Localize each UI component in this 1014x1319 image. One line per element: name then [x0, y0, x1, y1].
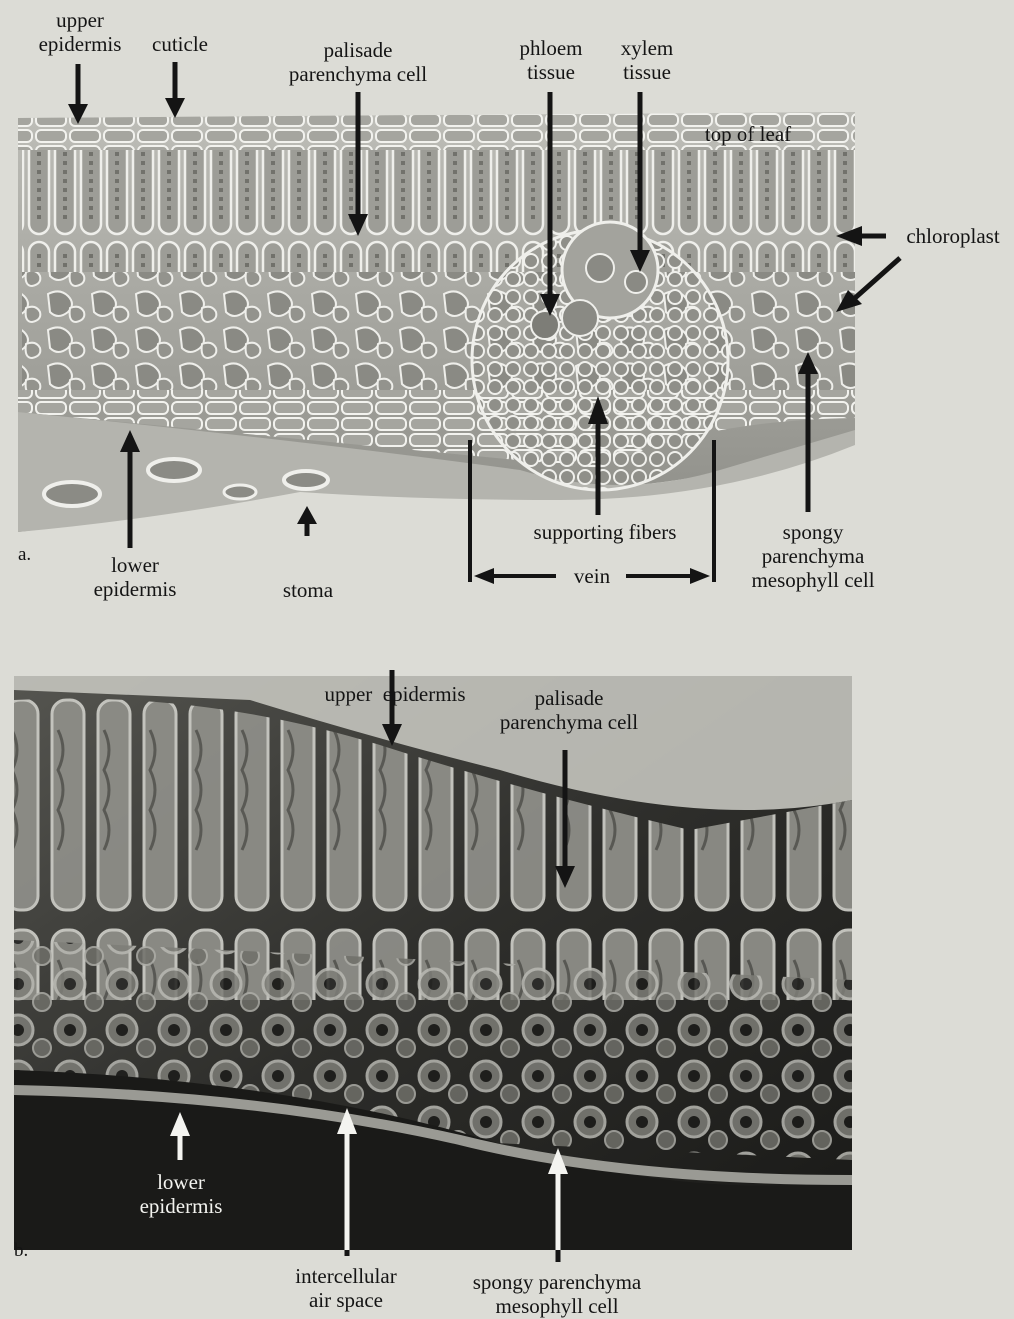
spongy-arrow-a-upper	[855, 258, 900, 298]
panel-a-letter: a.	[18, 544, 31, 566]
phloem-tissue-drawing	[531, 311, 559, 339]
label-upper-epidermis-b: upper epidermis	[300, 634, 490, 730]
label-supporting-fibers: supporting fibers	[515, 520, 695, 544]
label-top-of-leaf: top of leaf	[688, 122, 808, 146]
label-vein: vein	[560, 564, 624, 588]
label-cuticle: cuticle	[140, 32, 220, 56]
stoma-arrow	[297, 506, 317, 524]
label-stoma: stoma	[272, 578, 344, 602]
stoma-drawing	[44, 482, 100, 506]
panel-b-letter: b.	[14, 1240, 28, 1262]
label-chloroplast: chloroplast	[894, 224, 1012, 248]
